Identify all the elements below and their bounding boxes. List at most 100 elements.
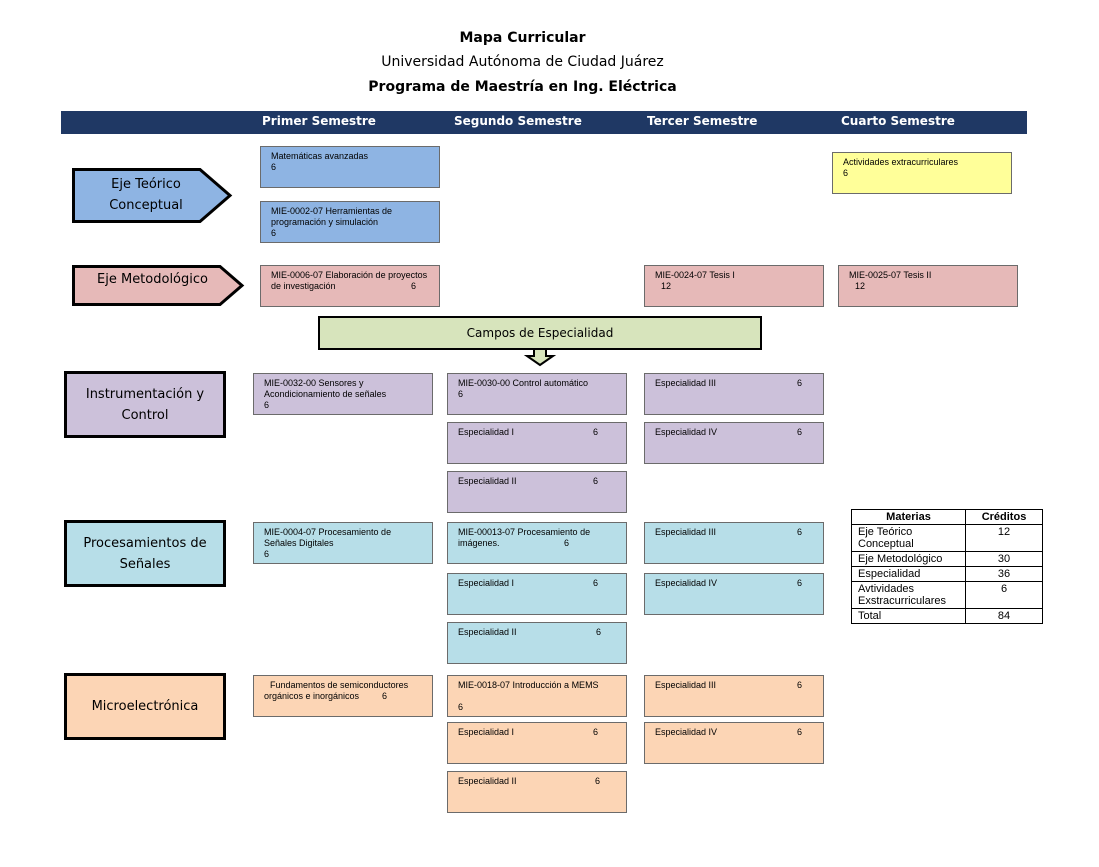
course-credits: 6 xyxy=(593,578,599,588)
course-credits: 6 xyxy=(264,549,270,559)
axis-senales-line2: Señales xyxy=(119,556,171,572)
axis-senales: Procesamientos de Señales xyxy=(64,520,226,587)
down-arrow-icon xyxy=(523,348,557,367)
course-senales-especialidad-4[interactable]: Especialidad IV 6 xyxy=(644,573,824,615)
course-instr-especialidad-4[interactable]: Especialidad IV 6 xyxy=(644,422,824,464)
axis-microelectronica: Microelectrónica xyxy=(64,673,226,740)
course-tesis-1[interactable]: MIE-0024-07 Tesis I 12 xyxy=(644,265,824,307)
course-senales-especialidad-3[interactable]: Especialidad III 6 xyxy=(644,522,824,564)
course-name: Especialidad I xyxy=(458,578,515,588)
course-procesamiento-imagenes[interactable]: MIE-00013-07 Procesamiento de imágenes. … xyxy=(447,522,627,564)
course-mems[interactable]: MIE-0018-07 Introducción a MEMS 6 xyxy=(447,675,627,717)
course-credits: 12 xyxy=(855,281,866,291)
course-name-line2: programación y simulación xyxy=(271,217,379,227)
eje-teorico-label: Eje Teórico Conceptual xyxy=(75,174,217,216)
subject-line2: Conceptual xyxy=(858,538,914,550)
semester-3-header: Tercer Semestre xyxy=(647,114,758,128)
course-credits: 6 xyxy=(797,527,803,537)
table-header-row: Materias Créditos xyxy=(851,509,1043,525)
campos-especialidad-label: Campos de Especialidad xyxy=(466,326,614,340)
university-name: Universidad Autónoma de Ciudad Juárez xyxy=(381,54,664,70)
course-micro-especialidad-3[interactable]: Especialidad III 6 xyxy=(644,675,824,717)
semester-header-bar: Primer Semestre Segundo Semestre Tercer … xyxy=(61,111,1027,134)
course-instr-especialidad-1[interactable]: Especialidad I 6 xyxy=(447,422,627,464)
course-credits: 6 xyxy=(458,389,464,399)
course-credits: 6 xyxy=(264,400,270,410)
course-micro-especialidad-1[interactable]: Especialidad I 6 xyxy=(447,722,627,764)
eje-teorico-line1: Eje Teórico xyxy=(111,177,181,192)
subject-cell: Especialidad xyxy=(851,566,966,582)
semester-2-header: Segundo Semestre xyxy=(454,114,582,128)
eje-metodologico-label: Eje Metodológico xyxy=(97,272,208,287)
course-control-automatico[interactable]: MIE-0030-00 Control automático 6 xyxy=(447,373,627,415)
course-elaboracion[interactable]: MIE-0006-07 Elaboración de proyectos de … xyxy=(260,265,440,307)
course-name: MIE-0018-07 Introducción a MEMS xyxy=(458,680,599,690)
course-procesamiento-senales[interactable]: MIE-0004-07 Procesamiento de Señales Dig… xyxy=(253,522,433,564)
course-credits: 6 xyxy=(564,538,570,548)
subject-cell: Eje Teórico Conceptual xyxy=(851,524,966,552)
axis-instrumentacion-line1: Instrumentación y xyxy=(85,386,205,402)
credits-table: Materias Créditos Eje Teórico Conceptual… xyxy=(851,509,1043,624)
course-tesis-2[interactable]: MIE-0025-07 Tesis II 12 xyxy=(838,265,1018,307)
course-name: Especialidad III xyxy=(655,527,717,537)
course-credits: 6 xyxy=(797,727,803,737)
course-instr-especialidad-3[interactable]: Especialidad III 6 xyxy=(644,373,824,415)
course-credits: 6 xyxy=(593,476,599,486)
course-sensores[interactable]: MIE-0032-00 Sensores y Acondicionamiento… xyxy=(253,373,433,415)
course-credits: 6 xyxy=(596,627,602,637)
course-herramientas[interactable]: MIE-0002-07 Herramientas de programación… xyxy=(260,201,440,243)
course-credits: 6 xyxy=(797,578,803,588)
axis-senales-line1: Procesamientos de xyxy=(83,535,207,551)
subject-line1: Eje Teórico xyxy=(858,526,913,538)
page-title: Mapa Curricular xyxy=(459,30,586,46)
program-name: Programa de Maestría en Ing. Eléctrica xyxy=(368,79,677,95)
credits-cell: 36 xyxy=(965,566,1043,582)
course-semiconductores[interactable]: Fundamentos de semiconductores orgánicos… xyxy=(253,675,433,717)
course-name: Especialidad I xyxy=(458,727,515,737)
table-row: Total 84 xyxy=(851,608,1043,624)
axis-instrumentacion-line2: Control xyxy=(121,407,169,423)
course-senales-especialidad-2[interactable]: Especialidad II 6 xyxy=(447,622,627,664)
course-name-line1: MIE-0004-07 Procesamiento de xyxy=(264,527,392,537)
course-matematicas[interactable]: Matemáticas avanzadas 6 xyxy=(260,146,440,188)
course-name: Especialidad IV xyxy=(655,727,718,737)
course-credits: 6 xyxy=(593,727,599,737)
column-header-materias: Materias xyxy=(851,509,966,525)
table-row: Avtividades Exstracurriculares 6 xyxy=(851,581,1043,609)
table-row: Especialidad 36 xyxy=(851,566,1043,582)
course-name: Especialidad I xyxy=(458,427,515,437)
course-credits: 6 xyxy=(382,691,388,701)
credits-cell: 84 xyxy=(965,608,1043,624)
course-name: Especialidad II xyxy=(458,476,517,486)
course-senales-especialidad-1[interactable]: Especialidad I 6 xyxy=(447,573,627,615)
course-credits: 6 xyxy=(797,427,803,437)
subject-cell: Avtividades Exstracurriculares xyxy=(851,581,966,609)
course-credits: 6 xyxy=(797,680,803,690)
subject-cell: Eje Metodológico xyxy=(851,551,966,567)
course-name-line2: imágenes. xyxy=(458,538,500,548)
course-name: Actividades extracurriculares xyxy=(843,157,959,167)
axis-microelectronica-label: Microelectrónica xyxy=(91,699,199,714)
course-name-line2: Señales Digitales xyxy=(264,538,334,548)
course-credits: 12 xyxy=(661,281,672,291)
course-micro-especialidad-4[interactable]: Especialidad IV 6 xyxy=(644,722,824,764)
course-actividades[interactable]: Actividades extracurriculares 6 xyxy=(832,152,1012,194)
eje-metodologico-arrow xyxy=(72,265,245,306)
course-name: Especialidad IV xyxy=(655,427,718,437)
credits-cell: 12 xyxy=(965,524,1043,552)
course-name-line1: Fundamentos de semiconductores xyxy=(270,680,409,690)
credits-cell: 30 xyxy=(965,551,1043,567)
subject-line1: Avtividades xyxy=(858,583,915,595)
course-credits: 6 xyxy=(458,702,464,712)
course-credits: 6 xyxy=(411,281,417,291)
course-instr-especialidad-2[interactable]: Especialidad II 6 xyxy=(447,471,627,513)
course-name: MIE-0025-07 Tesis II xyxy=(849,270,932,280)
course-credits: 6 xyxy=(843,168,849,178)
campos-especialidad-banner: Campos de Especialidad xyxy=(318,316,762,350)
course-name-line2: Acondicionamiento de señales xyxy=(264,389,387,399)
subject-cell: Total xyxy=(851,608,966,624)
semester-1-header: Primer Semestre xyxy=(262,114,376,128)
course-name-line2: de investigación xyxy=(271,281,336,291)
course-micro-especialidad-2[interactable]: Especialidad II 6 xyxy=(447,771,627,813)
course-name: Especialidad II xyxy=(458,627,517,637)
